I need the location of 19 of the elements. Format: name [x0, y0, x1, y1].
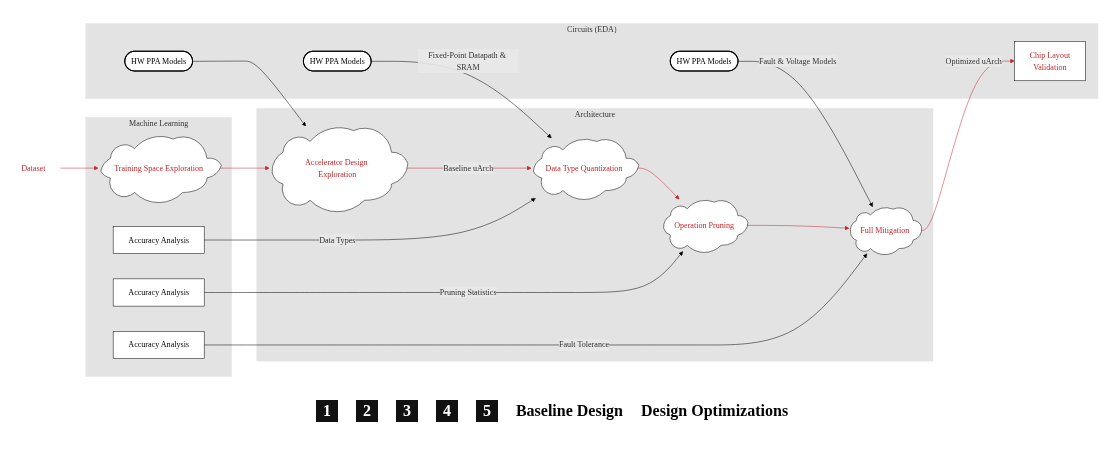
phase-label: Baseline Design [515, 402, 623, 420]
node-box: Accuracy Analysis [112, 226, 205, 254]
step-number: 3 [395, 400, 418, 422]
step-number: 4 [435, 400, 458, 422]
edge-label: Data Types [319, 235, 356, 245]
step-number: 2 [355, 400, 378, 422]
node-box: Chip Layout Validation [1014, 41, 1086, 81]
node-text: Dataset [21, 163, 46, 173]
step-number: 5 [475, 400, 498, 422]
step-number: 1 [315, 400, 338, 422]
node-box: Accuracy Analysis [112, 331, 205, 359]
edge-label: Baseline uArch [443, 163, 494, 173]
edge-label: Optimized uArch [945, 56, 1002, 66]
phase-label: Design Optimizations [641, 402, 789, 420]
node-box: Accuracy Analysis [112, 278, 205, 307]
edge-label: Fault Tolerance [558, 340, 610, 349]
edge-label: Pruning Statistics [439, 287, 497, 297]
edge-label: Fixed-Point Datapath & SRAM [428, 50, 506, 72]
edge-label: Fault & Voltage Models [758, 56, 837, 66]
